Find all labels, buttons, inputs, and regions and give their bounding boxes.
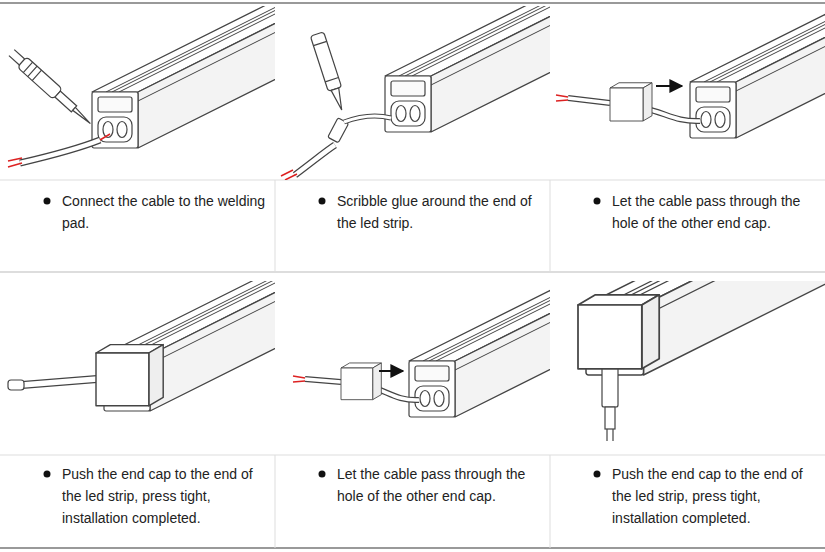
led-strip bbox=[92, 6, 275, 148]
glue-illustration bbox=[281, 0, 651, 180]
caption-text: Let the cable pass through the hole of t… bbox=[337, 463, 549, 507]
caption-text: Push the end cap to the end of the led s… bbox=[612, 463, 824, 529]
led-strip bbox=[409, 281, 550, 417]
end-cap bbox=[578, 295, 659, 369]
end-cap bbox=[610, 83, 652, 121]
direction-arrow bbox=[656, 85, 682, 87]
table-rule bbox=[0, 547, 825, 549]
wire-tip bbox=[8, 158, 22, 167]
table-rule bbox=[0, 180, 825, 181]
glue-tube bbox=[310, 32, 348, 112]
table-rule bbox=[0, 272, 825, 273]
caption-text: Scribble glue around the end of the led … bbox=[337, 190, 549, 234]
led-strip bbox=[690, 6, 825, 138]
plug bbox=[8, 380, 24, 390]
cable bbox=[295, 145, 335, 175]
cable bbox=[305, 379, 341, 382]
soldering-iron bbox=[7, 47, 95, 128]
plug bbox=[602, 367, 618, 441]
cable-through-cap-illustration bbox=[293, 251, 675, 417]
table-rule bbox=[0, 455, 825, 456]
direction-arrow bbox=[379, 370, 403, 372]
end-cap bbox=[341, 363, 381, 400]
cap-fitted-illustration bbox=[578, 168, 825, 442]
cable bbox=[20, 140, 100, 163]
caption-text: Let the cable pass through the hole of t… bbox=[612, 190, 824, 234]
cable bbox=[568, 98, 610, 103]
led-strip bbox=[385, 6, 550, 132]
caption-text: Connect the cable to the welding pad. bbox=[62, 190, 274, 234]
cable bbox=[22, 379, 97, 385]
cable-through-cap-illustration bbox=[556, 0, 825, 138]
cap-fitted-illustration bbox=[8, 245, 370, 411]
caption-text: Push the end cap to the end of the led s… bbox=[62, 463, 274, 529]
table-rule bbox=[0, 2, 825, 4]
solder-illustration bbox=[7, 0, 358, 167]
end-cap bbox=[96, 345, 163, 406]
